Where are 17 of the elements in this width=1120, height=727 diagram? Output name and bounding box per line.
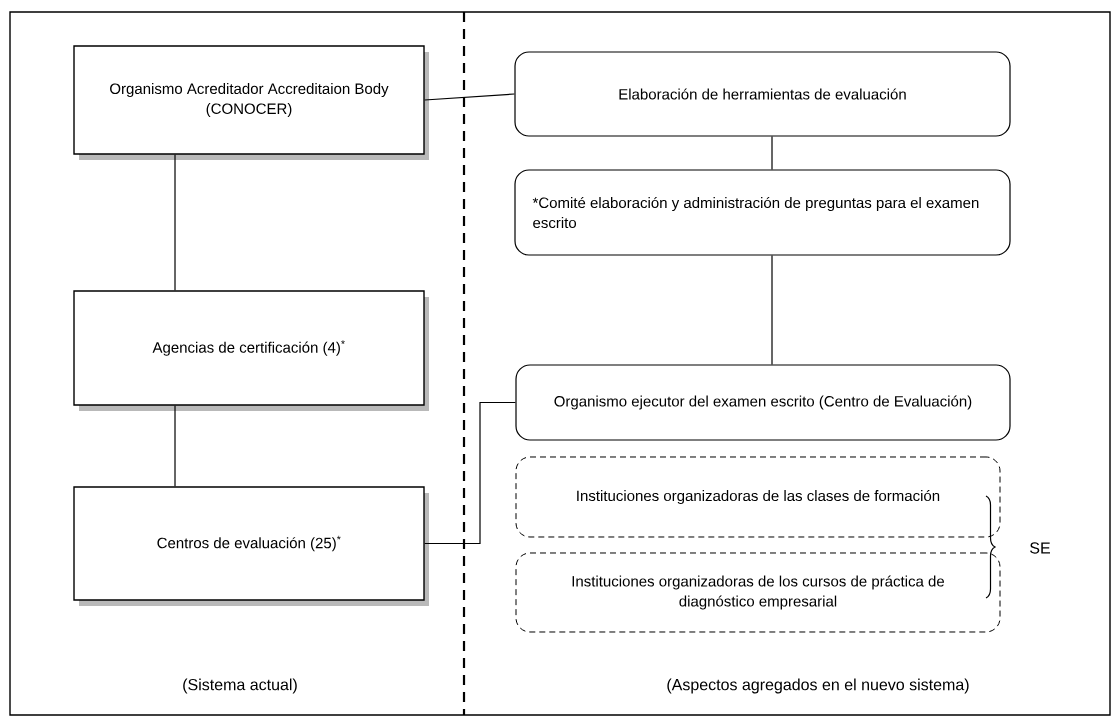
dashed-box: Instituciones organizadoras de los cursos de práctica de diagnóstico empresarial [515,552,1001,633]
rounded-box: *Comité elaboración y administración de preguntas para el examen escrito [514,169,1011,256]
connector-line [771,136,773,170]
rounded-box: Organismo ejecutor del examen escrito (Centro de Evaluación) [515,364,1011,441]
dashed-box: Instituciones organizadoras de las clases de formación [515,456,1001,538]
connector-line [174,405,176,487]
connector-line [424,401,516,545]
connector-line [771,255,773,365]
connector-line [174,154,176,291]
rounded-box: Elaboración de herramientas de evaluación [514,51,1011,137]
connector-line [424,93,515,101]
process-box: Organismo Acreditador Accreditaion Body (CONOCER) [73,45,429,160]
group-label: SE [1030,542,1050,554]
process-box: Agencias de certificación (4)$^{*}$ [73,290,429,411]
process-box: Centros de evaluación (25)$^{*}$ [73,486,429,606]
column-caption: (Aspectos agregados en el nuevo sistema) [667,678,969,694]
column-caption: (Sistema actual) [183,678,297,694]
